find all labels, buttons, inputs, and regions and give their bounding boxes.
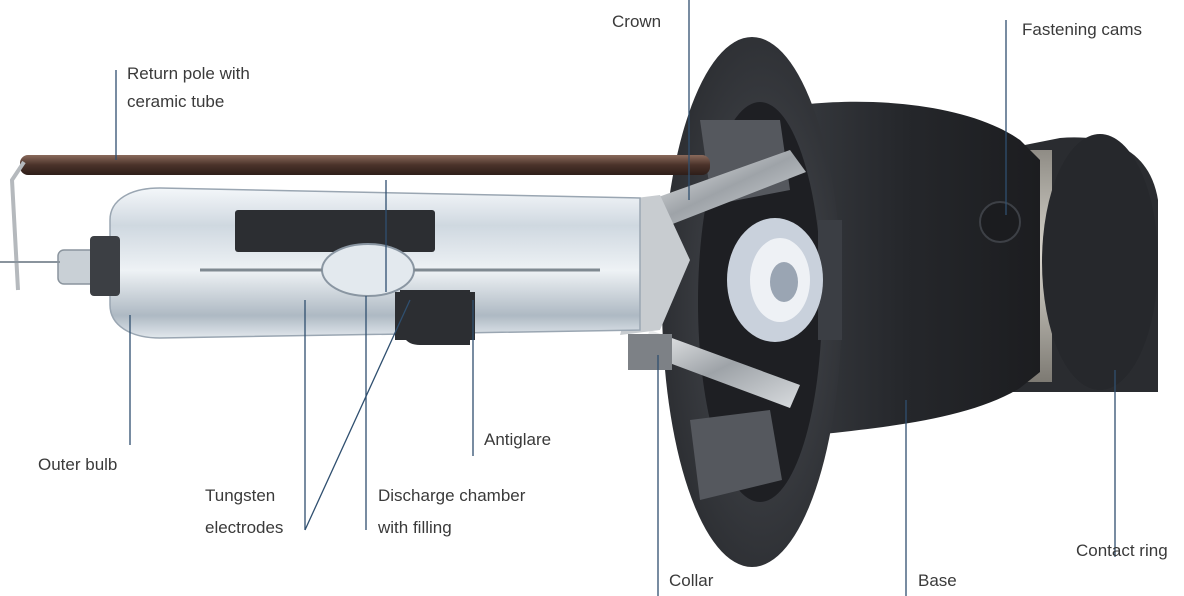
collar-block [628, 334, 672, 370]
lamp-socket-core [727, 218, 823, 342]
label-base: Base [918, 571, 957, 590]
label-discharge-line2: with filling [378, 518, 452, 537]
label-fastening-cams: Fastening cams [1022, 20, 1142, 39]
label-tungsten-line1: Tungsten [205, 486, 276, 505]
antiglare-coating [235, 210, 475, 345]
label-tungsten-line2: electrodes [205, 518, 284, 537]
label-antiglare: Antiglare [484, 430, 552, 449]
label-outer-bulb: Outer bulb [38, 455, 118, 474]
xenon-lamp-illustration [0, 37, 1158, 567]
leader-tungsten-2 [304, 299, 411, 531]
label-return-pole-line1: Return pole with [127, 64, 250, 83]
return-pole [9, 155, 710, 291]
label-crown: Crown [612, 12, 662, 31]
label-collar: Collar [669, 571, 714, 590]
label-discharge-line1: Discharge chamber [378, 486, 526, 505]
label-contact-ring: Contact ring [1076, 541, 1168, 560]
fastening-cam [979, 201, 1021, 243]
contact-ring [1010, 134, 1158, 392]
leader-lines [115, 0, 1116, 596]
discharge-chamber [200, 243, 600, 297]
label-return-pole-line2: ceramic tube [127, 92, 225, 111]
